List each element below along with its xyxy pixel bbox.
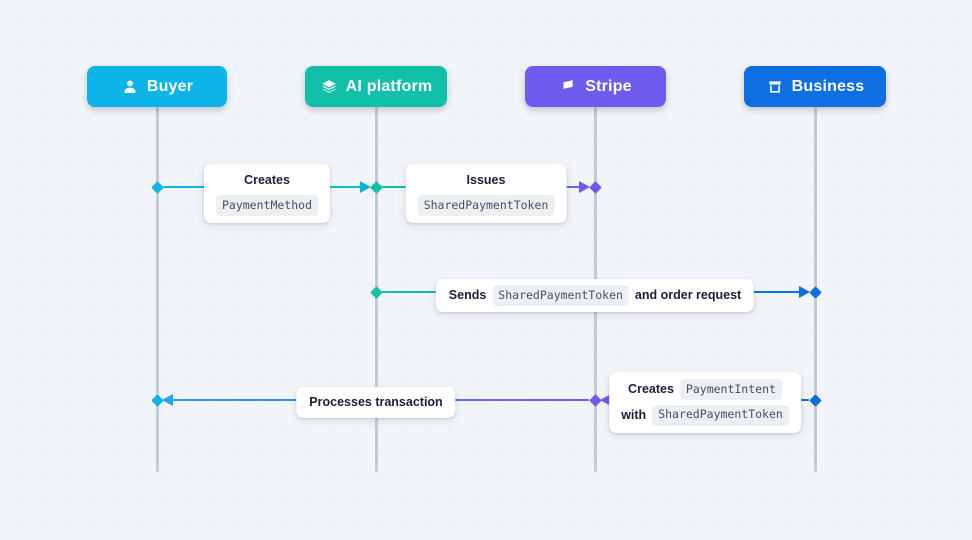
- arrowhead-right-icon: [579, 181, 590, 193]
- endpoint-diamond: [369, 285, 383, 299]
- endpoint-diamond: [369, 180, 383, 194]
- endpoint-diamond: [808, 285, 822, 299]
- layers-icon: [320, 78, 338, 96]
- arrowhead-left-icon: [600, 394, 611, 406]
- code-chip: SharedPaymentToken: [652, 404, 789, 426]
- message-card-creates-paymentintent: Creates PaymentIntent with SharedPayment…: [609, 372, 801, 433]
- endpoint-diamond: [808, 393, 822, 407]
- actor-stripe[interactable]: Stripe: [525, 66, 666, 107]
- endpoint-diamond: [588, 180, 602, 194]
- arrowhead-right-icon: [799, 286, 810, 298]
- code-chip: PaymentIntent: [679, 379, 782, 400]
- user-icon: [121, 78, 139, 96]
- arrowhead-right-icon: [360, 181, 371, 193]
- message-card-creates-paymentmethod: Creates PaymentMethod: [203, 164, 331, 224]
- lifeline-buyer: [155, 107, 159, 472]
- message-card-issues-sharedpaymenttoken: Issues SharedPaymentToken: [405, 164, 567, 224]
- endpoint-diamond: [150, 180, 164, 194]
- actor-label: Buyer: [146, 77, 194, 95]
- message-word: Creates: [628, 381, 674, 396]
- message-word: with: [621, 407, 647, 422]
- code-chip: SharedPaymentToken: [492, 285, 629, 306]
- actor-ai-platform[interactable]: AI platform: [305, 66, 447, 107]
- actor-label: Stripe: [585, 77, 632, 95]
- message-suffix: and order request: [634, 287, 742, 302]
- storefront-icon: [766, 78, 784, 96]
- actor-label: AI platform: [345, 77, 433, 95]
- flag-icon: [559, 78, 577, 96]
- code-chip: SharedPaymentToken: [417, 195, 555, 217]
- actor-business[interactable]: Business: [744, 66, 886, 107]
- arrowhead-left-icon: [162, 394, 173, 406]
- code-chip: PaymentMethod: [215, 195, 319, 217]
- message-word: Sends: [448, 287, 487, 302]
- message-card-sends-order-request: Sends SharedPaymentToken and order reque…: [435, 279, 755, 312]
- actor-label: Business: [791, 77, 865, 95]
- actor-buyer[interactable]: Buyer: [87, 66, 227, 107]
- message-word: Issues: [466, 173, 506, 187]
- message-card-processes-transaction: Processes transaction: [296, 387, 456, 419]
- message-label: Processes transaction: [309, 395, 443, 409]
- message-word: Creates: [244, 173, 290, 187]
